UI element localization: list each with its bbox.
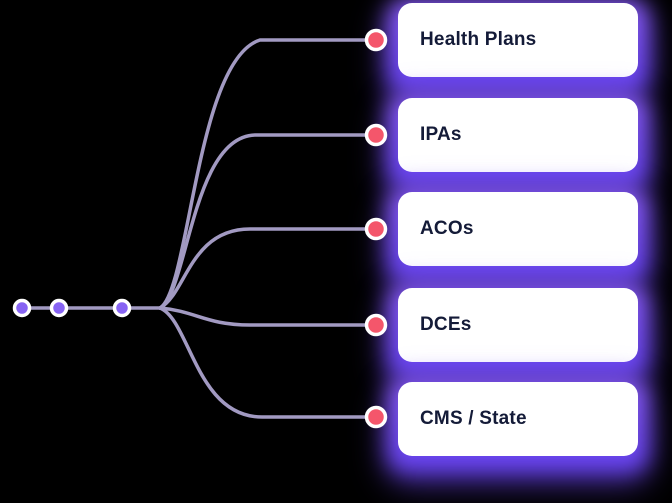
card-ipas: IPAs <box>387 94 649 188</box>
endpoint-dot-acos <box>364 217 388 241</box>
endpoint-dot-dces <box>364 313 388 337</box>
card-face: ACOs <box>398 192 638 266</box>
connector-path-health-plans <box>158 38 374 310</box>
card-cms-state: CMS / State <box>387 378 649 472</box>
card-face: Health Plans <box>398 3 638 77</box>
card-face: DCEs <box>398 288 638 362</box>
card-label: Health Plans <box>420 29 537 50</box>
card-label: IPAs <box>420 124 462 145</box>
source-node-dot <box>49 298 69 318</box>
endpoint-dot-ipas <box>364 123 388 147</box>
endpoint-dot-health-plans <box>364 28 388 52</box>
card-acos: ACOs <box>387 188 649 282</box>
endpoint-dot-cms-state <box>364 405 388 429</box>
connector-path-ipas <box>158 133 374 310</box>
connector-path-cms-state <box>158 306 374 419</box>
source-node-dot <box>12 298 32 318</box>
card-label: DCEs <box>420 314 472 335</box>
connector-path-dces <box>158 306 374 327</box>
card-face: CMS / State <box>398 382 638 456</box>
card-dces: DCEs <box>387 284 649 378</box>
card-label: ACOs <box>420 218 474 239</box>
card-label: CMS / State <box>420 408 527 429</box>
source-node-dot <box>112 298 132 318</box>
card-face: IPAs <box>398 98 638 172</box>
card-health-plans: Health Plans <box>387 0 649 93</box>
connector-path-acos <box>158 227 374 310</box>
